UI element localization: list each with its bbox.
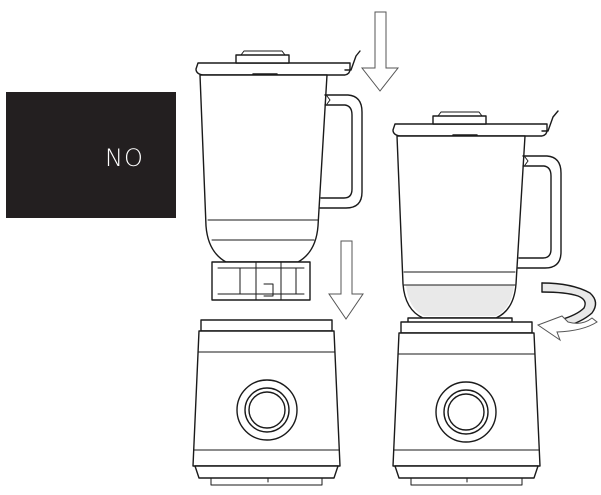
- rotate-arrow-icon: [538, 283, 597, 340]
- blender-jar-right: [393, 111, 561, 324]
- blender-base-left: [193, 320, 340, 485]
- down-arrow-icon: [329, 241, 363, 319]
- blender-base-right: [393, 322, 540, 485]
- down-arrow-icon: [362, 12, 398, 91]
- blender-jar-left: [196, 51, 362, 300]
